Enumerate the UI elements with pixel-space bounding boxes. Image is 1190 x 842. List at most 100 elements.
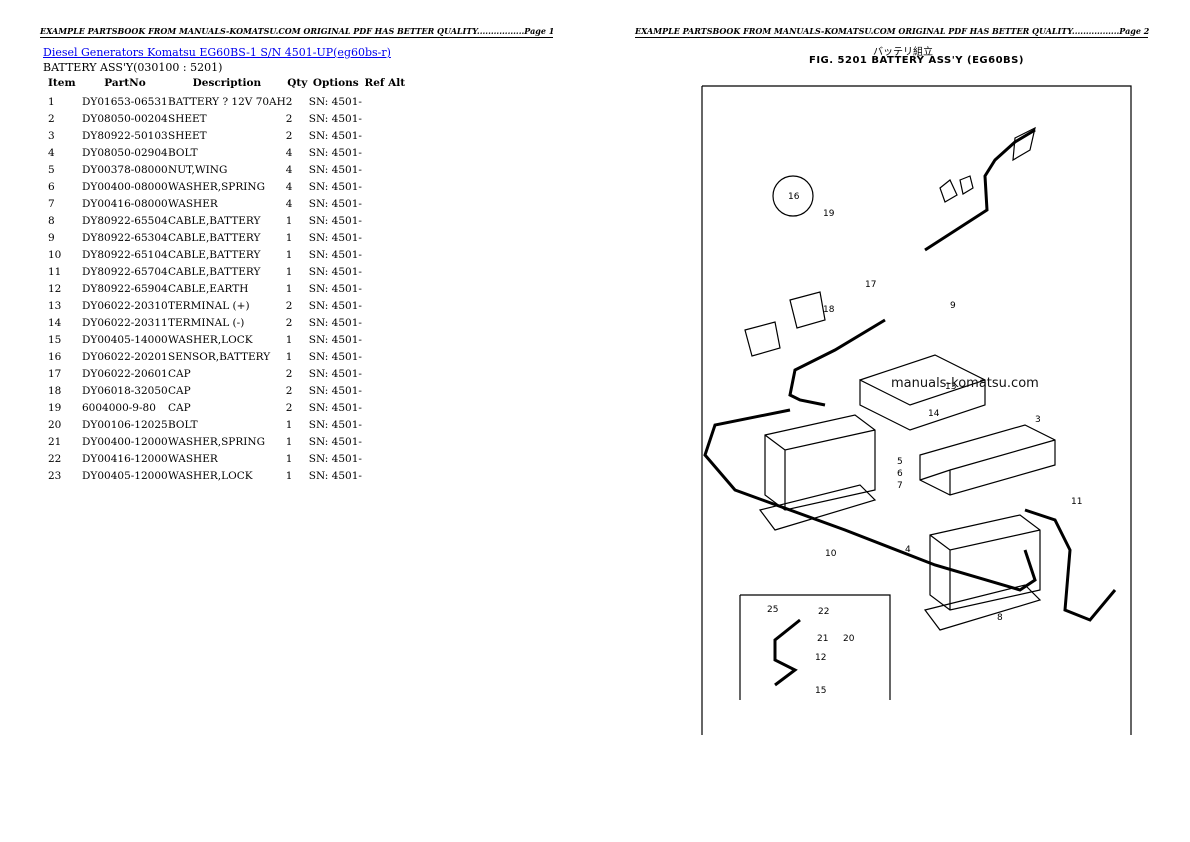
- cell-options: SN: 4501-: [308, 146, 362, 159]
- cell-ref-alt: [363, 433, 407, 450]
- cell-quantity: 2: [285, 384, 293, 397]
- cell-item-number: 3: [48, 129, 55, 142]
- cell-part-number: DY00405-12000: [82, 469, 168, 482]
- cell-item-number: 17: [48, 367, 62, 380]
- cell-part-number: DY06022-20311: [82, 316, 168, 329]
- cell-ref-alt: [363, 331, 407, 348]
- cell-part-number: DY80922-65304: [82, 231, 168, 244]
- cell-item-number: 5: [48, 163, 55, 176]
- cap-18: [744, 321, 781, 357]
- callout-label: 6: [897, 469, 903, 479]
- cell-item-number: 7: [48, 197, 55, 210]
- figure-japanese-title: バッテリ組立: [873, 47, 933, 58]
- cell-quantity: 1: [285, 333, 293, 346]
- cell-part-number: DY00400-08000: [82, 180, 168, 193]
- cell-ref-alt: [363, 314, 407, 331]
- cell-options: SN: 4501-: [308, 180, 362, 193]
- cell-part-number: DY08050-00204: [82, 112, 168, 125]
- cell-item-number: 21: [48, 435, 62, 448]
- cell-quantity: 2: [285, 367, 293, 380]
- cell-description: TERMINAL (+): [168, 299, 250, 312]
- cell-item-number: 12: [48, 282, 62, 295]
- model-title-link[interactable]: Diesel Generators Komatsu EG60BS-1 S/N 4…: [43, 46, 391, 59]
- battery-left: [764, 414, 876, 511]
- cell-options: SN: 4501-: [308, 163, 362, 176]
- assembly-subtitle: BATTERY ASS'Y(030100 : 5201): [43, 61, 223, 74]
- cell-ref-alt: [363, 127, 407, 144]
- cell-part-number: DY80922-65504: [82, 214, 168, 227]
- cell-ref-alt: [363, 212, 407, 229]
- cell-ref-alt: [363, 263, 407, 280]
- cell-quantity: 2: [285, 316, 293, 329]
- parts-table: Item PartNo Description Qty Options Ref …: [43, 76, 407, 484]
- cell-quantity: 2: [285, 112, 293, 125]
- cell-quantity: 2: [285, 95, 293, 108]
- cell-item-number: 14: [48, 316, 62, 329]
- cell-ref-alt: [363, 110, 407, 127]
- column-header-options: Options: [312, 77, 359, 89]
- cell-description: CABLE,BATTERY: [168, 214, 261, 227]
- cell-options: SN: 4501-: [308, 384, 362, 397]
- battery-cover-3: [919, 424, 1056, 496]
- cell-description: CABLE,BATTERY: [168, 231, 261, 244]
- cell-options: SN: 4501-: [308, 452, 362, 465]
- cell-ref-alt: [363, 450, 407, 467]
- cable-10: [703, 408, 1037, 592]
- diagram-frame: [701, 85, 1132, 735]
- cell-ref-alt: [363, 416, 407, 433]
- cap-17: [789, 291, 826, 329]
- header-rule: [40, 37, 553, 38]
- earth-cable-12: [773, 618, 801, 687]
- column-header-description: Description: [192, 77, 262, 89]
- cell-part-number: DY00416-12000: [82, 452, 168, 465]
- cell-part-number: DY06018-32050: [82, 384, 168, 397]
- cell-item-number: 19: [48, 401, 62, 414]
- page-1-header: EXAMPLE PARTSBOOK FROM MANUALS-KOMATSU.C…: [40, 26, 555, 36]
- callout-label: 5: [897, 457, 903, 467]
- cell-options: SN: 4501-: [308, 231, 362, 244]
- cell-options: SN: 4501-: [308, 401, 362, 414]
- cell-options: SN: 4501-: [308, 350, 362, 363]
- cell-quantity: 1: [285, 469, 293, 482]
- cell-item-number: 1: [48, 95, 55, 108]
- cell-options: SN: 4501-: [308, 299, 362, 312]
- cell-options: SN: 4501-: [308, 367, 362, 380]
- cell-options: SN: 4501-: [308, 95, 362, 108]
- cell-quantity: 1: [285, 248, 293, 261]
- cell-ref-alt: [363, 195, 407, 212]
- cell-item-number: 11: [48, 265, 62, 278]
- callout-label: 4: [905, 545, 911, 555]
- cell-part-number: DY06022-20201: [82, 350, 168, 363]
- battery-right: [929, 514, 1041, 611]
- cell-part-number: DY08050-02904: [82, 146, 168, 159]
- callout-label: 19: [823, 209, 835, 219]
- callout-label: 9: [950, 301, 956, 311]
- cell-options: SN: 4501-: [308, 248, 362, 261]
- callout-label: 13: [945, 382, 956, 392]
- cell-quantity: 4: [285, 180, 293, 193]
- cell-options: SN: 4501-: [308, 282, 362, 295]
- cell-description: CAP: [168, 367, 191, 380]
- cell-quantity: 4: [285, 163, 293, 176]
- cell-options: SN: 4501-: [308, 214, 362, 227]
- header-rule: [635, 37, 1148, 38]
- cell-options: SN: 4501-: [308, 333, 362, 346]
- cell-ref-alt: [363, 93, 407, 110]
- callout-label: 21: [817, 634, 828, 644]
- cell-item-number: 4: [48, 146, 55, 159]
- cable-11: [1024, 508, 1117, 622]
- cell-description: WASHER: [168, 197, 218, 210]
